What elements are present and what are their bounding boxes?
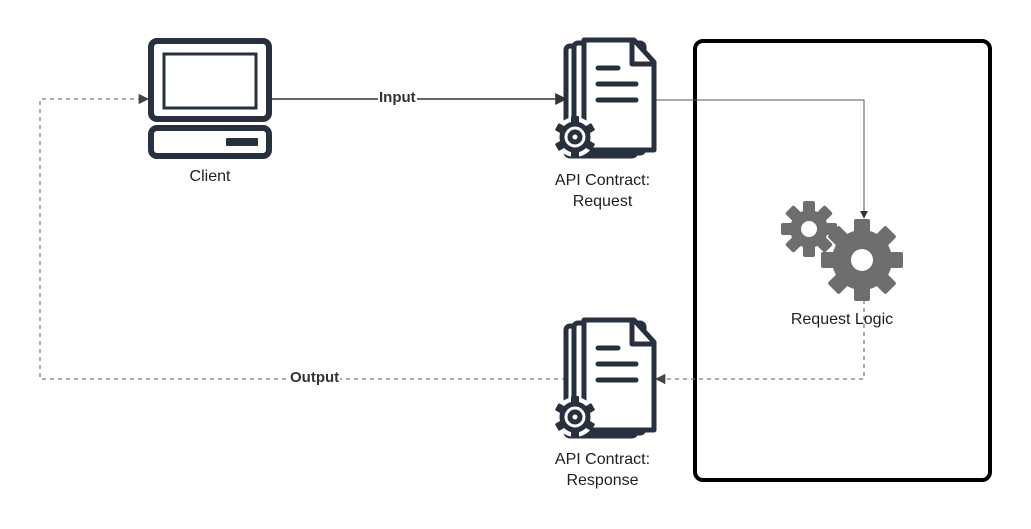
gears-icon [781,201,903,301]
output-edge-label: Output [289,369,341,387]
input-edge-label: Input [378,89,417,107]
client-label: Client [189,168,231,185]
service-boundary [693,39,992,482]
edge-response-to-client [39,93,566,380]
request-logic-label: Request Logic [790,311,894,328]
request-contract-label: API Contract: Request [554,172,651,210]
response-contract-label: API Contract: Response [554,451,651,489]
desktop-computer-icon [148,38,272,159]
edge-request-to-logic [652,99,868,219]
edge-logic-to-response [654,300,865,385]
